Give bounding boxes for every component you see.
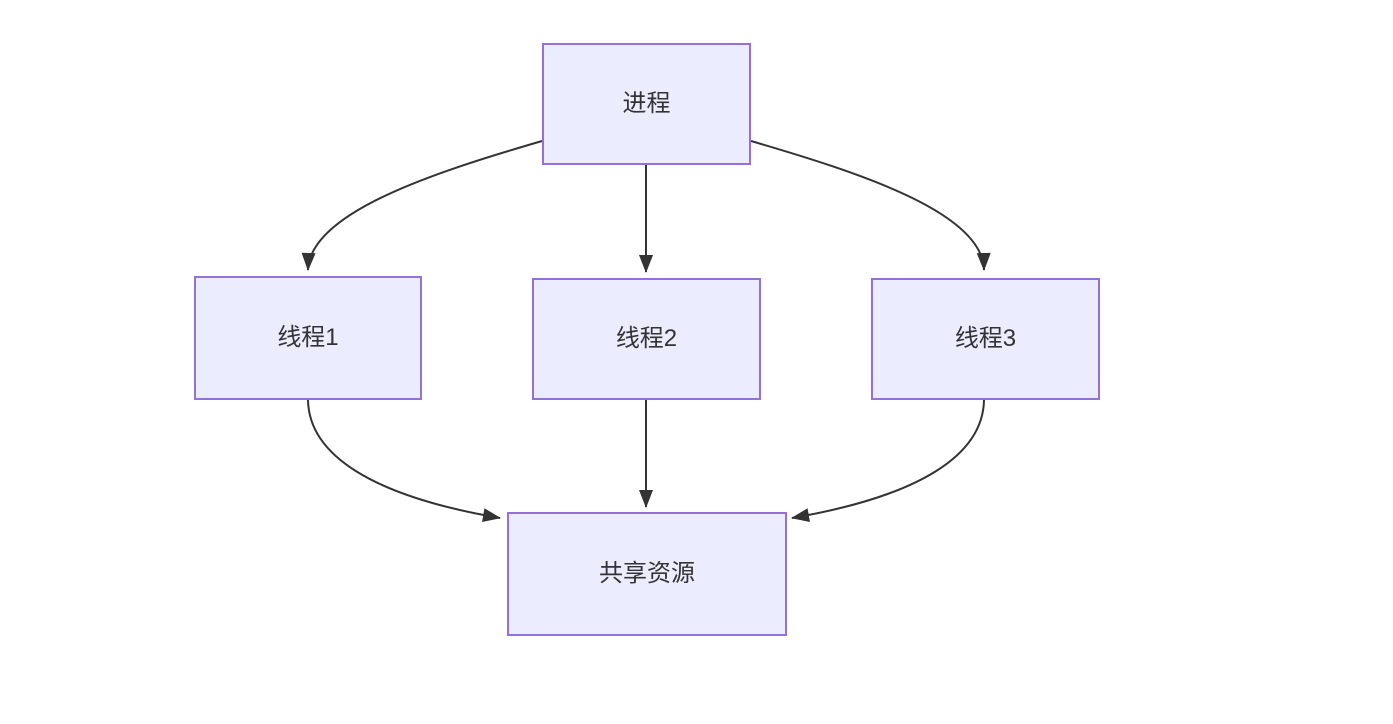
edge-process-to-thread3 [750,140,991,271]
node-thread2-label: 线程2 [615,324,678,352]
edge-thread3-to-shared [791,399,985,523]
node-thread2: 线程2 [532,278,761,400]
node-process: 进程 [542,43,751,165]
edge-thread1-to-shared [307,399,501,523]
node-process-label: 进程 [622,89,671,117]
node-thread1-label: 线程1 [277,323,339,351]
node-shared-resource-label: 共享资源 [599,559,695,587]
node-thread1: 线程1 [194,276,422,400]
node-thread3-label: 线程3 [954,324,1017,352]
edge-process-to-thread1 [301,140,543,271]
node-thread3: 线程3 [871,278,1100,400]
node-shared-resource: 共享资源 [507,512,787,636]
